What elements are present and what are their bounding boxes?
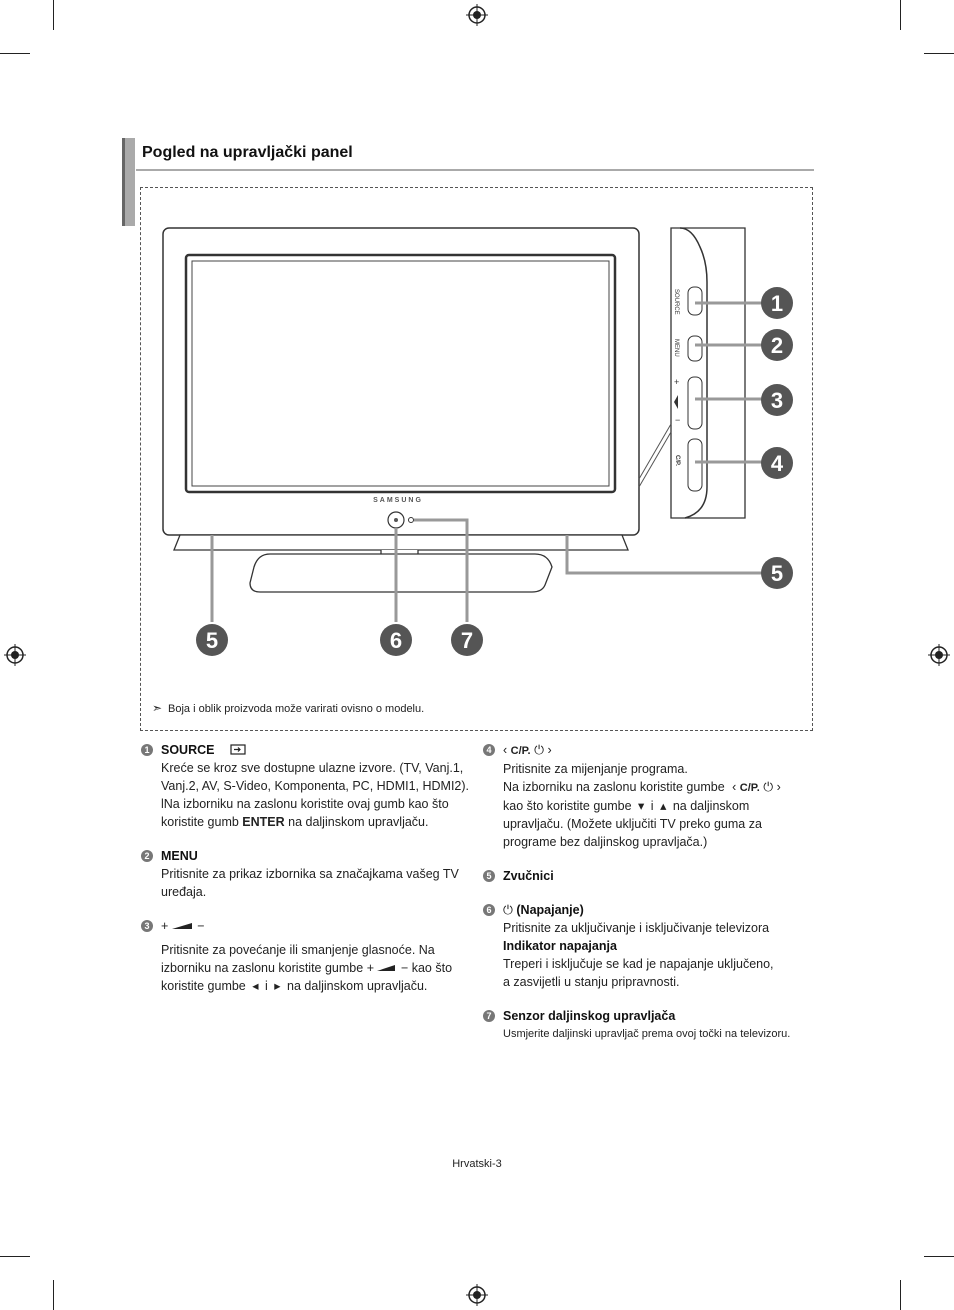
item-heading: SOURCE: [161, 743, 215, 757]
item-volume: 3 + + −− Pritisnite za povećanje ili sma…: [139, 917, 474, 995]
item-heading: Senzor daljinskog upravljača: [503, 1009, 676, 1023]
page-footer: Hrvatski-3: [452, 1158, 502, 1170]
item-menu: 2 MENU Pritisnite za prikaz izbornika sa…: [139, 847, 474, 901]
diagram-note: ➣Boja i oblik proizvoda može varirati ov…: [152, 701, 425, 715]
tv-stand: [249, 553, 553, 593]
power-icon: ⏻: [530, 743, 548, 757]
item-power: 6 ⏻ (Napajanje) Pritisnite za uključivan…: [481, 901, 816, 991]
crop-mark: [924, 53, 954, 54]
item-number: 7: [483, 1010, 495, 1022]
item-speakers: 5 Zvučnici: [481, 867, 816, 885]
volume-glyph-icon: + −: [366, 961, 412, 975]
registration-mark-icon: [466, 4, 488, 26]
registration-mark-icon: [928, 644, 950, 666]
item-number: 6: [483, 904, 495, 916]
item-heading: Zvučnici: [503, 869, 554, 883]
callout-5-left: [196, 624, 228, 656]
down-arrow-icon: ▾: [638, 799, 645, 813]
item-channel: 4 ‹ C/P. ⏻ › Pritisnite za mijenjanje pr…: [481, 741, 816, 851]
left-arrow-icon: ◂: [252, 979, 259, 993]
item-remote-sensor: 7 Senzor daljinskog upravljača Usmjerite…: [481, 1007, 816, 1043]
svg-text:6: 6: [390, 628, 402, 653]
channel-glyph-icon: ‹ C/P. ⏻ ›: [732, 780, 781, 794]
svg-text:5: 5: [206, 628, 218, 653]
item-number: 5: [483, 870, 495, 882]
svg-text:2: 2: [771, 333, 783, 358]
volume-heading-icon: + + −−: [161, 919, 205, 933]
callout-7: [451, 624, 483, 656]
callout-3: [761, 384, 793, 416]
right-arrow-icon: ▸: [274, 979, 281, 993]
page-title: Pogled na upravljački panel: [142, 144, 353, 161]
svg-text:4: 4: [771, 451, 784, 476]
crop-mark: [0, 1256, 30, 1257]
svg-text:3: 3: [771, 388, 783, 413]
item-number: 3: [141, 920, 153, 932]
crop-mark: [924, 1256, 954, 1257]
callout-4: [761, 447, 793, 479]
tv-screen: [184, 253, 617, 494]
item-heading: (Napajanje): [516, 903, 584, 917]
item-source: 1 SOURCE Kreće se kroz sve dostupne ulaz…: [139, 741, 474, 831]
tv-control-panel-diagram: SAMSUNG SOURCE MENU + − C/P. 1 2 3 4 5 5…: [162, 227, 793, 656]
brand-logo: SAMSUNG: [373, 497, 423, 504]
registration-mark-icon: [4, 644, 26, 666]
crop-mark: [900, 0, 901, 30]
item-heading: C/P.: [510, 745, 531, 757]
crop-mark: [900, 1280, 901, 1310]
svg-text:−: −: [675, 415, 680, 425]
title-accent-bar: [122, 138, 135, 226]
registration-mark-icon: [466, 1284, 488, 1306]
callout-5-right: [761, 557, 793, 589]
note-arrow-icon: ➣: [152, 701, 163, 715]
chevron-left-icon: ‹: [503, 743, 511, 757]
callout-6: [380, 624, 412, 656]
chevron-right-icon: ›: [547, 743, 552, 757]
item-heading: MENU: [161, 849, 198, 863]
title-divider: [136, 169, 814, 171]
crop-mark: [53, 1280, 54, 1310]
crop-mark: [53, 0, 54, 30]
svg-text:C/P.: C/P.: [674, 455, 680, 466]
side-panel: [670, 227, 746, 519]
svg-text:+: +: [674, 377, 679, 387]
source-icon: [230, 744, 246, 755]
item-number: 4: [483, 744, 495, 756]
left-column: 1 SOURCE Kreće se kroz sve dostupne ulaz…: [139, 741, 474, 1011]
diagram-frame: [140, 187, 813, 731]
item-number: 1: [141, 744, 153, 756]
svg-text:1: 1: [771, 291, 783, 316]
svg-text:SOURCE: SOURCE: [673, 289, 679, 315]
crop-mark: [0, 53, 30, 54]
svg-text:MENU: MENU: [673, 339, 679, 357]
speaker-bar: [173, 534, 629, 551]
power-icon: ⏻: [503, 903, 517, 917]
svg-text:7: 7: [461, 628, 473, 653]
callout-2: [761, 329, 793, 361]
item-number: 2: [141, 850, 153, 862]
up-arrow-icon: ▴: [660, 799, 667, 813]
right-column: 4 ‹ C/P. ⏻ › Pritisnite za mijenjanje pr…: [481, 741, 816, 1059]
remote-sensor-icon: [408, 517, 414, 523]
callout-1: [761, 287, 793, 319]
svg-text:5: 5: [771, 561, 783, 586]
